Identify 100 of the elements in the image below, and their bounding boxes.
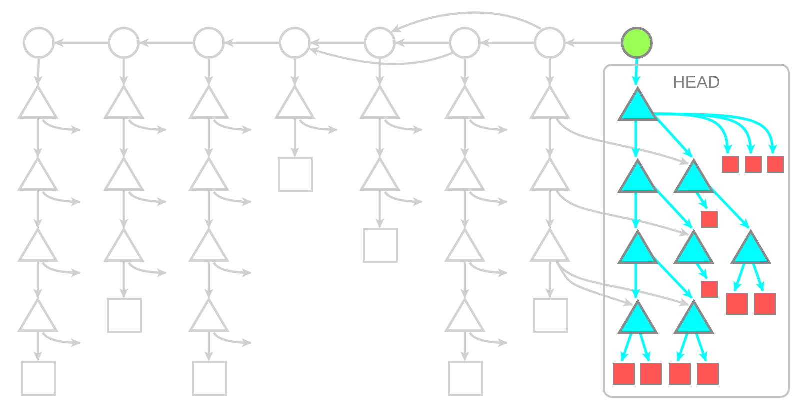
arrow — [480, 38, 534, 48]
arrow — [694, 332, 708, 362]
arrow — [391, 12, 542, 33]
arrow — [546, 59, 554, 86]
arrow — [653, 112, 778, 154]
arrow — [546, 119, 554, 158]
square-node — [697, 363, 719, 385]
square-node — [613, 363, 635, 385]
triangle-node — [275, 85, 315, 119]
circle-node — [364, 27, 396, 59]
triangle-node — [530, 85, 570, 119]
arrow — [213, 262, 252, 278]
triangle-node — [104, 85, 144, 119]
triangle-node — [618, 159, 658, 193]
triangle-node — [18, 157, 58, 191]
arrow — [376, 191, 384, 228]
arrow — [632, 262, 640, 299]
circle-node — [23, 27, 55, 59]
triangle-node — [189, 228, 229, 262]
arrow — [638, 332, 651, 362]
circle-node — [108, 27, 140, 59]
triangle-node — [104, 157, 144, 191]
triangle-node — [445, 228, 485, 262]
arrow — [460, 332, 470, 362]
arrow — [469, 191, 508, 206]
arrow — [34, 119, 42, 158]
arrow — [42, 119, 81, 134]
square-node — [278, 156, 312, 192]
triangle-node — [189, 157, 229, 191]
arrow — [556, 190, 690, 237]
triangle-node — [618, 230, 658, 264]
arrow — [139, 38, 193, 48]
triangle-node — [360, 85, 400, 119]
square-node — [726, 293, 748, 315]
square-node — [754, 293, 776, 315]
arrow — [395, 38, 449, 48]
triangle-node — [18, 228, 58, 262]
circle-node — [279, 27, 311, 59]
arrow — [620, 332, 634, 362]
triangle-node — [674, 159, 714, 193]
arrow — [42, 191, 81, 206]
arrow — [632, 58, 641, 86]
arrow — [204, 262, 214, 299]
triangle-node — [618, 87, 658, 121]
panel-title: HEAD — [673, 73, 720, 93]
square-node — [766, 156, 784, 172]
arrow — [546, 191, 554, 229]
arrow — [460, 262, 470, 299]
arrow — [213, 119, 252, 134]
arrow — [42, 262, 81, 278]
arrow — [120, 191, 128, 229]
arrow — [299, 119, 338, 134]
circle-node — [534, 27, 566, 59]
square-node — [669, 363, 691, 385]
arrow — [204, 191, 214, 229]
arrow — [469, 262, 508, 278]
arrow — [213, 332, 252, 348]
square-node — [106, 298, 142, 332]
arrow — [128, 191, 167, 206]
arrow — [34, 332, 42, 362]
arrow — [42, 332, 81, 348]
arrow — [546, 262, 554, 298]
arrow — [213, 191, 252, 206]
circle-node — [621, 27, 653, 59]
arrow — [752, 262, 764, 292]
arrow — [376, 119, 384, 158]
arrow — [34, 58, 43, 86]
arrow — [128, 119, 167, 134]
arrow — [734, 262, 746, 292]
square-node — [362, 228, 398, 262]
triangle-node — [445, 298, 485, 332]
arrow — [204, 59, 214, 86]
triangle-node — [18, 298, 58, 332]
triangle-node — [104, 228, 144, 262]
square-node — [20, 360, 56, 396]
square-node — [532, 298, 568, 332]
triangle-node — [674, 230, 714, 264]
square-node — [700, 280, 718, 298]
arrow — [384, 119, 423, 134]
circle-node — [193, 27, 225, 59]
arrow — [34, 262, 42, 299]
triangle-node — [530, 228, 570, 262]
arrow — [469, 332, 508, 348]
triangle-node — [445, 157, 485, 191]
arrow — [376, 59, 384, 86]
arrow — [460, 59, 470, 86]
arrow — [469, 119, 508, 134]
square-node — [640, 363, 662, 385]
circle-node — [449, 27, 481, 59]
square-node — [192, 360, 226, 396]
arrow — [565, 38, 621, 48]
triangle-node — [18, 85, 58, 119]
arrow — [384, 191, 423, 206]
triangle-node — [618, 300, 658, 334]
square-node — [448, 360, 482, 396]
arrow — [632, 191, 640, 229]
triangle-node — [189, 85, 229, 119]
arrow — [556, 118, 690, 166]
triangle-node — [530, 157, 570, 191]
triangle-node — [731, 230, 771, 264]
